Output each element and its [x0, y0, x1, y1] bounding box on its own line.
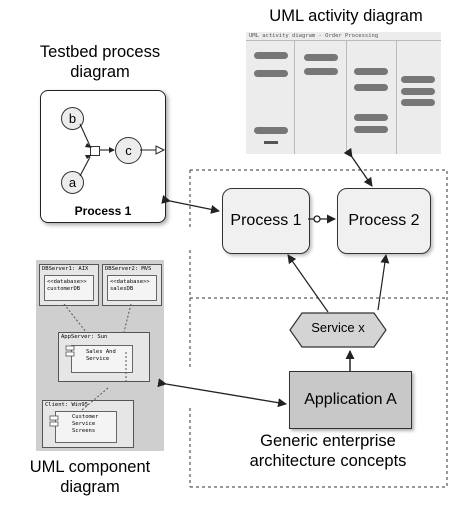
- uml-activity-screenshot: UML activity diagram - Order Processing: [246, 32, 441, 154]
- dependency-line: [81, 387, 109, 411]
- process1-box: Process 1: [222, 188, 310, 254]
- dependency-line: [123, 303, 132, 333]
- uml-component-caption-line2: diagram: [60, 477, 120, 496]
- process1-label: Process 1: [230, 212, 302, 229]
- process2-box: Process 2: [337, 188, 431, 254]
- activity-node: [254, 127, 288, 134]
- testbed-process-diagram: b a c Process 1: [40, 90, 166, 223]
- client-line2: Service: [72, 421, 96, 428]
- activity-sync-bar: [264, 141, 278, 144]
- db-server1-title: DBServer1: AIX: [42, 266, 89, 272]
- client-title: Client: Win95: [45, 402, 89, 408]
- arrow-head-icon: [85, 155, 92, 159]
- application-label: Application A: [304, 391, 397, 408]
- activity-node: [354, 126, 388, 133]
- component-port-icon: [49, 421, 59, 427]
- testbed-connectors: [79, 123, 165, 177]
- architecture-frame-border: [190, 169, 448, 488]
- db-server2-stereotype: <<database>>: [110, 279, 150, 285]
- service-to-process2: [377, 254, 390, 311]
- activity-lane-divider: [346, 40, 347, 154]
- uml-component-caption-line1: UML component: [29, 458, 151, 476]
- link-activity-process2: [343, 147, 373, 187]
- generic-caption-line1: Generic enterprise: [260, 432, 396, 450]
- link-testbed-process1: [161, 194, 220, 214]
- app-server-line2: Service: [86, 356, 110, 363]
- activity-node: [354, 68, 388, 75]
- db-server1-component: <<database>> customerDB: [44, 275, 94, 301]
- activity-node: [354, 84, 388, 91]
- process2-label: Process 2: [348, 212, 420, 229]
- component-port-icon: [49, 415, 59, 421]
- activity-node: [401, 76, 435, 83]
- testbed-caption: Testbed process diagram: [20, 43, 180, 83]
- db-server1-stereotype: <<database>>: [47, 279, 87, 285]
- service-label: Service x: [311, 320, 365, 335]
- edge-b-join: [79, 123, 91, 147]
- component-port-icon: [65, 351, 75, 357]
- activity-window-title: UML activity diagram - Order Processing: [249, 33, 379, 39]
- activity-node: [304, 54, 338, 61]
- client-line3: Screens: [72, 428, 96, 435]
- component-port-icon: [65, 345, 75, 351]
- client-line1: Customer: [72, 414, 99, 420]
- activity-node: [304, 68, 338, 75]
- activity-node: [254, 52, 288, 59]
- generic-caption-line2: architecture concepts: [249, 451, 407, 470]
- activity-node: [401, 99, 435, 106]
- process-node-a: a: [61, 171, 84, 194]
- db-server2-name: salesDB: [110, 286, 134, 293]
- activity-lane-divider: [396, 40, 397, 154]
- edge-a-join: [79, 156, 91, 177]
- activity-node: [354, 114, 388, 121]
- component-dependencies: [49, 303, 132, 427]
- activity-node: [401, 88, 435, 95]
- activity-header-divider: [246, 40, 441, 41]
- activity-lane-divider: [294, 40, 295, 154]
- service-hexagon: [289, 312, 387, 348]
- dependency-line: [63, 303, 87, 333]
- arrow-head-icon: [109, 147, 115, 153]
- client-node: Client: Win95 Customer Service Screens: [42, 400, 134, 448]
- service-to-process1: [287, 254, 329, 313]
- link-component-application: [157, 378, 287, 408]
- app-server-component: Sales And Service: [71, 345, 133, 373]
- db-server2-node: DBServer2: MVS <<database>> salesDB: [102, 264, 162, 306]
- db-server2-component: <<database>> salesDB: [107, 275, 157, 301]
- uml-activity-caption: UML activity diagram: [269, 7, 423, 25]
- application-box: Application A: [289, 371, 412, 429]
- join-gateway: [90, 146, 100, 156]
- db-server1-name: customerDB: [47, 286, 81, 293]
- db-server1-node: DBServer1: AIX <<database>> customerDB: [39, 264, 99, 306]
- testbed-process-label: Process 1: [74, 204, 132, 218]
- service-shape: [289, 312, 387, 348]
- testbed-caption-line2: diagram: [70, 62, 130, 81]
- generic-caption: Generic enterprise architecture concepts: [213, 432, 443, 472]
- client-component: Customer Service Screens: [55, 411, 117, 443]
- testbed-caption-line1: Testbed process: [39, 43, 161, 61]
- process-node-b: b: [61, 107, 84, 130]
- uml-component-screenshot: DBServer1: AIX <<database>> customerDB D…: [36, 260, 164, 451]
- arrow-head-icon: [85, 143, 92, 148]
- open-arrow-icon: [155, 145, 165, 155]
- app-server-node: AppServer: Sun Sales And Service: [58, 332, 150, 382]
- process-node-c: c: [115, 137, 142, 164]
- app-server-title: AppServer: Sun: [61, 334, 108, 340]
- flow-start-circle-icon: [313, 215, 321, 223]
- db-server2-title: DBServer2: MVS: [105, 266, 152, 272]
- uml-component-caption: UML component diagram: [0, 458, 180, 498]
- app-server-line1: Sales And: [86, 349, 116, 355]
- activity-node: [254, 70, 288, 77]
